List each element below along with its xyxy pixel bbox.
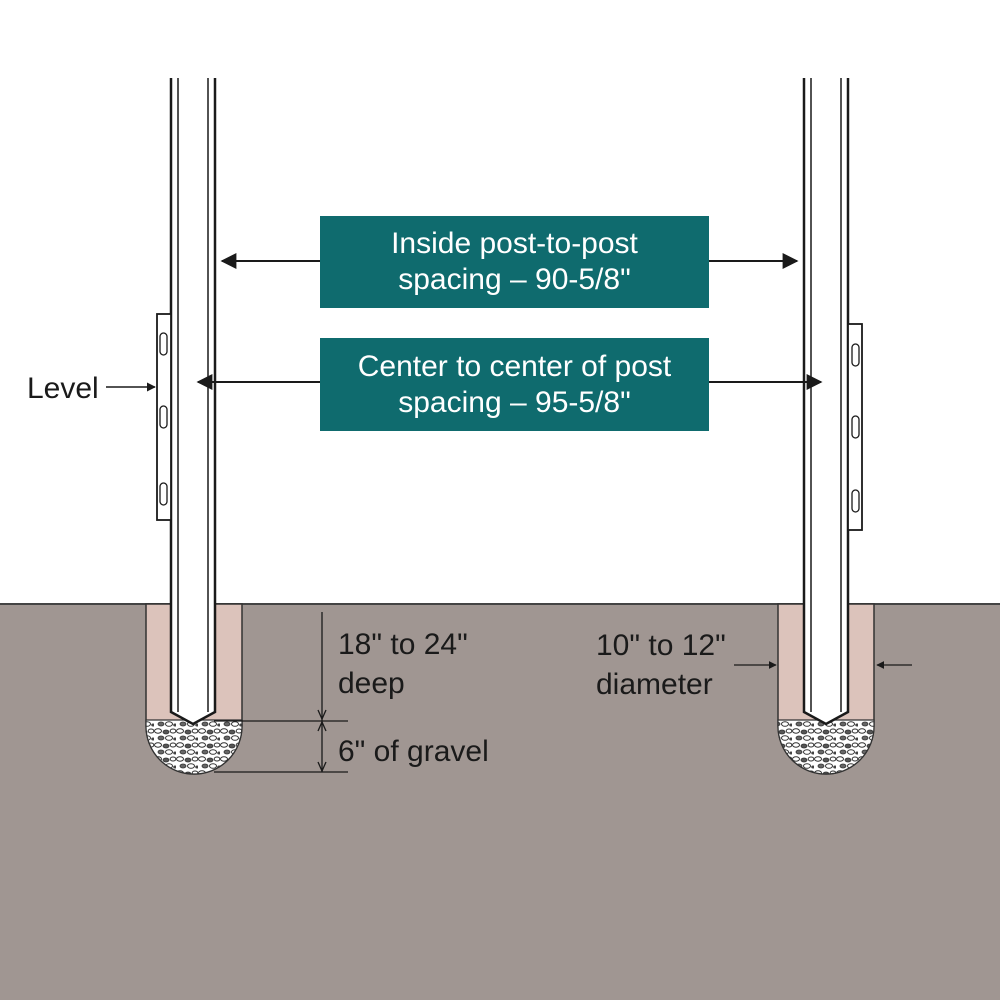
right-gravel (777, 719, 875, 775)
level-label: Level (27, 372, 99, 405)
depth-text-1: 18" to 24" (338, 628, 468, 661)
right-post (802, 78, 850, 726)
left-gravel (145, 719, 243, 775)
depth-text-2: deep (338, 667, 405, 700)
inside-spacing-text-2: spacing – 90-5/8" (398, 263, 630, 296)
depth-dimension (214, 612, 348, 773)
left-post (169, 78, 217, 726)
inside-spacing-text-1: Inside post-to-post (391, 227, 638, 260)
diameter-text-2: diameter (596, 668, 713, 701)
left-level-tool (156, 313, 172, 521)
center-spacing-box (320, 338, 709, 431)
gravel-label: 6" of gravel (338, 735, 489, 768)
center-spacing-text-2: spacing – 95-5/8" (398, 386, 630, 419)
diameter-text-1: 10" to 12" (596, 629, 726, 662)
right-level-tool (847, 323, 863, 531)
center-spacing-text-1: Center to center of post (358, 350, 672, 383)
inside-spacing-box (320, 216, 709, 308)
